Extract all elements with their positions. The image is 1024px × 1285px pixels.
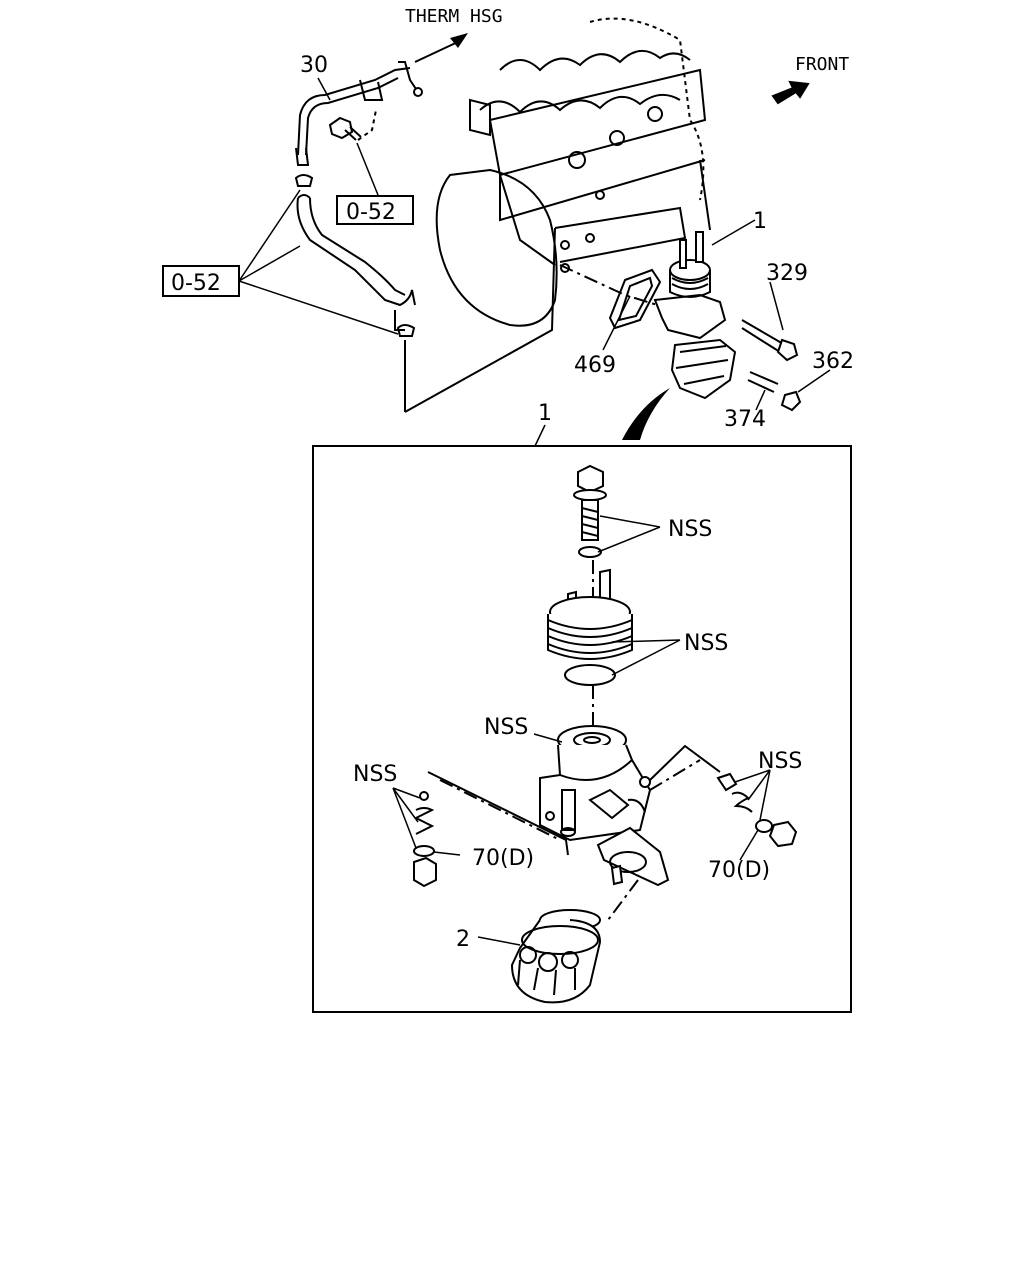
- part-number-1-upper: 1: [753, 209, 767, 234]
- reference-box-left: 0-52: [162, 265, 240, 297]
- relief-valve-left: [413, 791, 437, 888]
- center-bolt: [573, 464, 607, 558]
- nss-label-cooler: NSS: [684, 631, 728, 656]
- nss-label-right: NSS: [758, 749, 802, 774]
- filter-adapter: [596, 826, 670, 887]
- part-number-30: 30: [300, 53, 328, 78]
- detail-view-frame: [312, 445, 852, 1013]
- part-number-329: 329: [766, 261, 808, 286]
- therm-hsg-label: THERM HSG: [405, 6, 503, 27]
- oil-cooler-assembly-small: [559, 219, 831, 412]
- nss-label-housing: NSS: [484, 715, 528, 740]
- engine-block: [404, 17, 711, 413]
- part-number-374: 374: [724, 407, 766, 432]
- oil-filter: [510, 909, 602, 1004]
- water-pipe-assembly: [294, 61, 423, 337]
- nss-label-left: NSS: [353, 762, 397, 787]
- front-direction-indicator: FRONT: [771, 54, 849, 105]
- part-number-70d-left: 70(D): [472, 846, 534, 871]
- arrow-head-icon: [450, 33, 468, 48]
- front-label: FRONT: [795, 54, 849, 75]
- leader-lines-052: [238, 189, 399, 335]
- ref-052-upper: 0-52: [346, 200, 396, 225]
- reference-box-upper: 0-52: [336, 195, 414, 225]
- cooler-housing: [539, 725, 652, 842]
- detail-pointer-icon: [622, 388, 670, 440]
- front-arrow-icon: [771, 80, 810, 105]
- part-number-469: 469: [574, 353, 616, 378]
- relief-valve-right: [716, 772, 798, 848]
- part-number-362: 362: [812, 349, 854, 374]
- cooler-element: [547, 568, 633, 686]
- nss-label-bolt: NSS: [668, 517, 712, 542]
- ref-052-left: 0-52: [171, 271, 221, 296]
- leader-line: [317, 77, 331, 101]
- therm-hsg-callout: THERM HSG: [405, 6, 503, 63]
- part-number-70d-right: 70(D): [708, 858, 770, 883]
- part-number-2: 2: [456, 927, 470, 952]
- part-number-1-detail: 1: [538, 401, 552, 426]
